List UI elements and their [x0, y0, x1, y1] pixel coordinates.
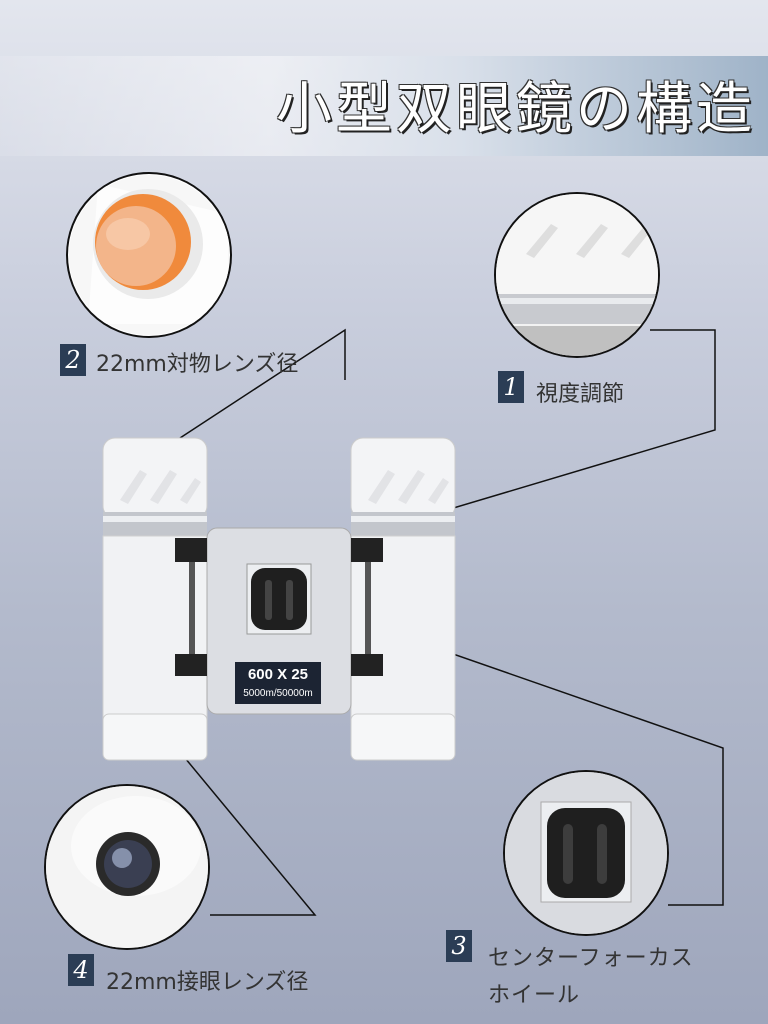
diopter-closeup: [494, 192, 660, 358]
focus-wheel-closeup: [503, 770, 669, 936]
binoculars-illustration: [102, 437, 456, 761]
title-banner: [0, 56, 768, 156]
objective-lens-icon: [69, 175, 229, 335]
objective-lens-closeup: [66, 172, 232, 338]
callout-label-eyepiece: 22mm接眼レンズ径: [106, 970, 309, 995]
callout-badge-3: 3: [446, 930, 472, 962]
eyepiece-lens-icon: [46, 786, 208, 948]
callout-label-diopter: 視度調節: [536, 382, 625, 407]
callout-badge-2: 2: [60, 344, 86, 376]
eyepiece-closeup: [44, 784, 210, 950]
model-label: 600 X 25: [247, 666, 309, 683]
callout-badge-1: 1: [498, 371, 524, 403]
callout-label-focus-line1: センターフォーカス: [488, 946, 694, 971]
callout-label-objective: 22mm対物レンズ径: [96, 352, 299, 377]
callout-badge-4: 4: [68, 954, 94, 986]
diopter-ring-icon: [496, 194, 658, 356]
callout-label-focus-line2: ホイール: [488, 983, 581, 1008]
page-title: 小型双眼鏡の構造: [276, 77, 756, 142]
focus-wheel-icon: [505, 772, 667, 934]
range-label: 5000m/50000m: [243, 688, 313, 699]
